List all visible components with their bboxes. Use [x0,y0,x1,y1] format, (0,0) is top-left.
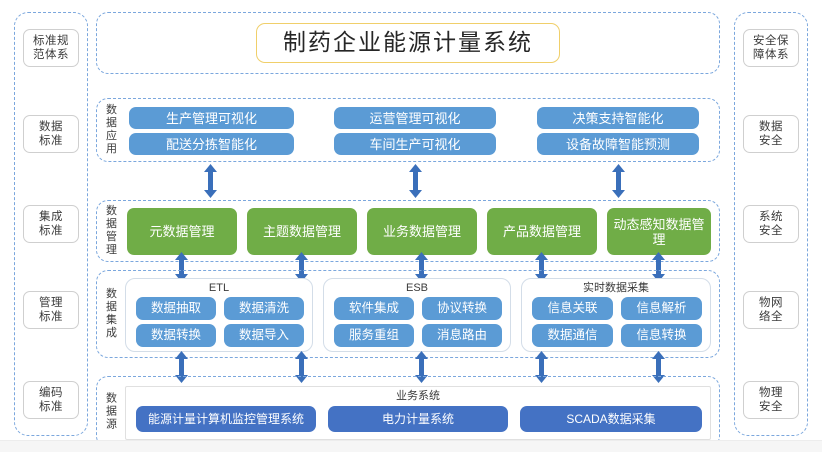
app-box-operation-visualization[interactable]: 运营管理可视化 [334,107,496,129]
app-box-fault-prediction[interactable]: 设备故障智能预测 [537,133,699,155]
etl-box-cleanse[interactable]: 数据清洗 [224,297,304,320]
arrow-integ-source-3 [414,351,429,383]
chip-line1: 物网 [759,297,783,309]
chip-line2: 标准 [39,135,63,147]
chip-line2: 标准 [39,225,63,237]
subgroup-title-realtime: 实时数据采集 [583,282,649,294]
arrow-integ-source-2 [294,351,309,383]
page-title: 制药企业能源计量系统 [256,23,560,63]
standards-chip-system: 标准规 范体系 [23,29,79,67]
mgmt-box-subject-data[interactable]: 主题数据管理 [247,208,357,255]
chip-line2: 障体系 [753,49,789,61]
arrow-integ-source-1 [174,351,189,383]
esb-box-message-routing[interactable]: 消息路由 [422,324,502,347]
mgmt-box-dynamic-sensing[interactable]: 动态感知数据管理 [607,208,711,255]
security-chip-physical: 物理 安全 [743,381,799,419]
esb-box-software-integration[interactable]: 软件集成 [334,297,414,320]
source-box-scada[interactable]: SCADA数据采集 [520,406,702,432]
data-management-layer: 数据管理 元数据管理 主题数据管理 业务数据管理 产品数据管理 动态感知数据管理 [96,200,720,262]
chip-line1: 集成 [39,211,63,223]
subgroup-realtime-collection: 实时数据采集 信息关联 信息解析 数据通信 信息转换 [521,278,711,352]
chip-line1: 编码 [39,387,63,399]
chip-line2: 安全 [759,135,783,147]
layer-tag-source: 数据源 [106,392,118,431]
main-layer-stack: 制药企业能源计量系统 数据应用 生产管理可视化 配送分拣智能化 运营管理可视化 … [96,12,720,448]
chip-line1: 安全保 [753,35,789,47]
app-box-production-visualization[interactable]: 生产管理可视化 [129,107,294,129]
mgmt-box-business-data[interactable]: 业务数据管理 [367,208,477,255]
chip-line2: 安全 [759,225,783,237]
app-box-workshop-visualization[interactable]: 车间生产可视化 [334,133,496,155]
esb-box-protocol-conversion[interactable]: 协议转换 [422,297,502,320]
standards-chip-management: 管理 标准 [23,291,79,329]
security-chip-system: 安全保 障体系 [743,29,799,67]
data-source-layer: 数据源 业务系统 能源计量计算机监控管理系统 电力计量系统 SCADA数据采集 [96,376,720,448]
app-box-decision-support[interactable]: 决策支持智能化 [537,107,699,129]
arrow-mgmt-integ-3 [414,252,429,282]
business-system-group: 业务系统 能源计量计算机监控管理系统 电力计量系统 SCADA数据采集 [125,386,711,440]
chip-line2: 络全 [759,311,783,323]
realtime-box-data-comm[interactable]: 数据通信 [532,324,613,347]
subgroup-esb: ESB 软件集成 协议转换 服务重组 消息路由 [323,278,511,352]
security-chip-network: 物网 络全 [743,291,799,329]
arrow-mgmt-integ-1 [174,252,189,282]
source-box-power-metering[interactable]: 电力计量系统 [328,406,508,432]
standards-chip-coding: 编码 标准 [23,381,79,419]
chip-line2: 范体系 [33,49,69,61]
arrow-mgmt-integ-2 [294,252,309,282]
chip-line2: 标准 [39,311,63,323]
arrow-mgmt-integ-5 [651,252,666,282]
chip-line2: 安全 [759,401,783,413]
data-application-layer: 数据应用 生产管理可视化 配送分拣智能化 运营管理可视化 车间生产可视化 决策支… [96,98,720,162]
etl-box-transform[interactable]: 数据转换 [136,324,216,347]
app-box-delivery-sorting[interactable]: 配送分拣智能化 [129,133,294,155]
standards-chip-data: 数据 标准 [23,115,79,153]
arrow-app-mgmt-1 [203,164,218,198]
arrow-app-mgmt-3 [611,164,626,198]
realtime-box-info-conversion[interactable]: 信息转换 [621,324,702,347]
chip-line1: 标准规 [33,35,69,47]
layer-tag-application: 数据应用 [106,104,118,155]
esb-box-service-recomposition[interactable]: 服务重组 [334,324,414,347]
source-box-energy-monitoring[interactable]: 能源计量计算机监控管理系统 [136,406,316,432]
subgroup-etl: ETL 数据抽取 数据清洗 数据转换 数据导入 [125,278,313,352]
title-layer: 制药企业能源计量系统 [96,12,720,74]
security-column: 安全保 障体系 数据 安全 系统 安全 物网 络全 物理 安全 [734,12,808,436]
security-chip-data: 数据 安全 [743,115,799,153]
chip-line1: 数据 [759,121,783,133]
standards-chip-integration: 集成 标准 [23,205,79,243]
subgroup-title-esb: ESB [405,282,428,294]
realtime-box-info-association[interactable]: 信息关联 [532,297,613,320]
chip-line1: 管理 [39,297,63,309]
data-integration-layer: 数据集成 ETL 数据抽取 数据清洗 数据转换 数据导入 ESB 软件集成 协议… [96,270,720,358]
footer-strip [0,440,822,452]
security-chip-sys: 系统 安全 [743,205,799,243]
subgroup-title-etl: ETL [208,282,230,294]
chip-line1: 数据 [39,121,63,133]
etl-box-extract[interactable]: 数据抽取 [136,297,216,320]
mgmt-box-metadata[interactable]: 元数据管理 [127,208,237,255]
arrow-integ-source-4 [534,351,549,383]
chip-line2: 标准 [39,401,63,413]
realtime-box-info-parsing[interactable]: 信息解析 [621,297,702,320]
chip-line1: 系统 [759,211,783,223]
arrow-mgmt-integ-4 [534,252,549,282]
mgmt-box-product-data[interactable]: 产品数据管理 [487,208,597,255]
business-system-title: 业务系统 [396,390,440,402]
standards-column: 标准规 范体系 数据 标准 集成 标准 管理 标准 编码 标准 [14,12,88,436]
layer-tag-integration: 数据集成 [106,288,118,339]
arrow-integ-source-5 [651,351,666,383]
chip-line1: 物理 [759,387,783,399]
layer-tag-management: 数据管理 [106,205,118,256]
arrow-app-mgmt-2 [408,164,423,198]
etl-box-load[interactable]: 数据导入 [224,324,304,347]
